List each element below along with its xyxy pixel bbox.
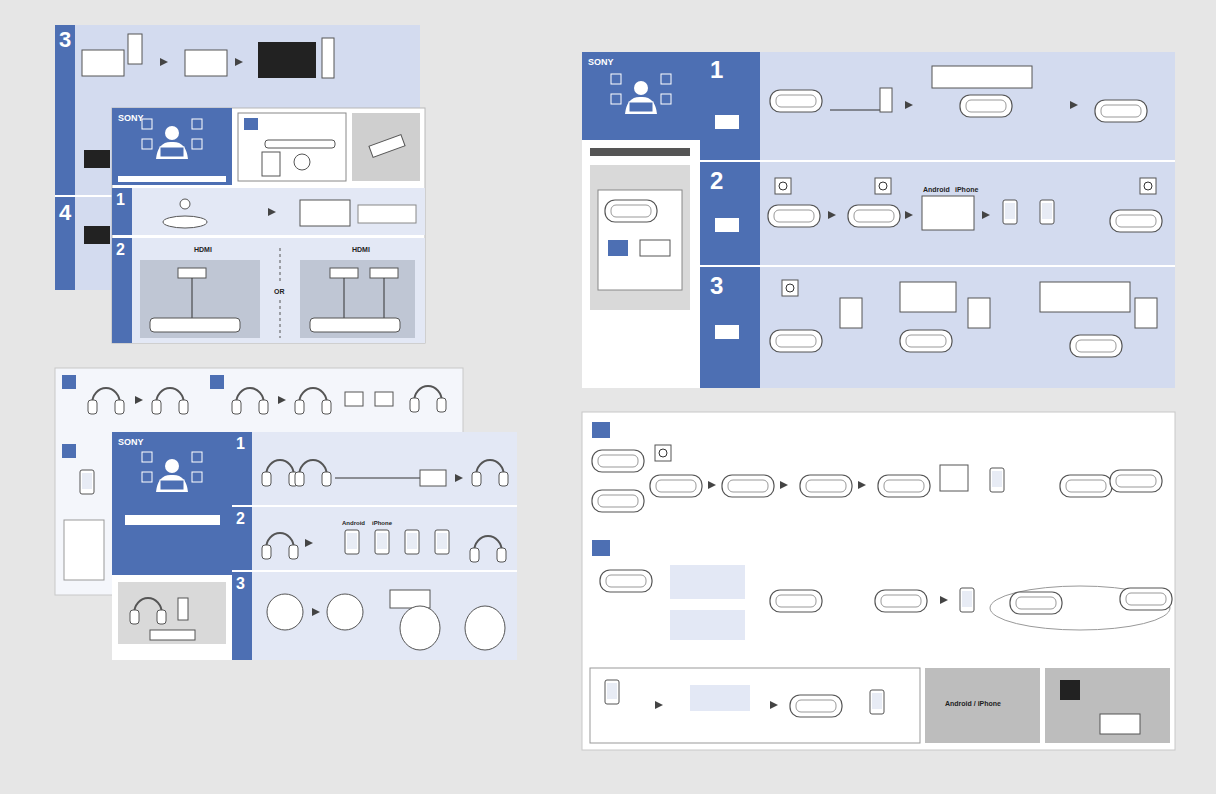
step-number: 3 — [710, 274, 723, 298]
brand-logo: SONY — [118, 114, 144, 123]
step-number: 1 — [236, 436, 245, 452]
step-number: 1 — [116, 192, 125, 208]
small-label: HDMI — [352, 246, 370, 253]
small-label: iPhone — [372, 520, 392, 526]
guide-panel: 3 — [232, 572, 517, 660]
step-number: 2 — [236, 511, 245, 527]
step-number: 2 — [710, 169, 723, 193]
small-label: Android / iPhone — [945, 700, 1001, 707]
small-label: OR — [274, 288, 285, 295]
small-label: iPhone — [955, 186, 978, 193]
guide-panel: 1 — [112, 188, 425, 235]
guide-panel: 2 — [700, 163, 1175, 265]
guide-panel: 1 — [700, 52, 1175, 160]
step-number: 3 — [236, 576, 245, 592]
step-number: 4 — [59, 202, 71, 224]
guide-panel: SONY 1 2 3 — [112, 432, 517, 660]
step-number: 1 — [710, 58, 723, 82]
guide-panel: 3 — [55, 25, 420, 195]
guide-panel: SONY 1 2 — [112, 108, 425, 343]
guide-panel: SONY 1 2 3 — [582, 52, 1175, 388]
small-label: Android — [342, 520, 365, 526]
brand-logo: SONY — [118, 438, 144, 447]
brand-logo: SONY — [588, 58, 614, 67]
small-label: Android — [923, 186, 950, 193]
guide-panel: 4 — [55, 198, 420, 290]
guide-panel: 2 — [112, 238, 425, 343]
guide-panel: 2 — [232, 507, 517, 570]
guide-panel: 3 — [700, 268, 1175, 388]
guide-panel: 1 — [232, 432, 517, 505]
small-label: HDMI — [194, 246, 212, 253]
step-number: 2 — [116, 242, 125, 258]
step-number: 3 — [59, 29, 71, 51]
